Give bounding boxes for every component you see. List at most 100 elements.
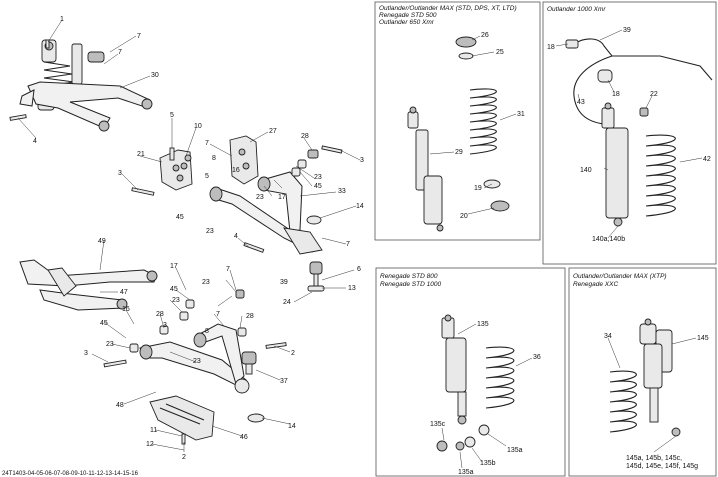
nut-28 [307,149,319,159]
callout-23e: 23 [172,297,180,304]
ring-14a [306,215,322,225]
callout-22: 22 [650,91,658,98]
panel-box-4 [568,267,717,477]
callout-23a: 23 [314,174,322,181]
callout-140ab: 140a,140b [592,236,625,243]
bolt-11 [181,433,186,445]
bolt-3b [321,145,343,154]
panel3-nut-135c [436,440,448,452]
bolt-4a [9,114,27,121]
callout-16: 16 [232,167,240,174]
bolt-3a [131,187,155,196]
callout-19: 19 [474,185,482,192]
callout-34: 34 [604,333,612,340]
panel3-spring-36 [485,346,515,409]
ball-joint-39 [307,261,325,292]
panel2-spring-42 [645,134,676,217]
callout-16b: 16 [122,306,130,313]
nut-10b [180,162,188,170]
callout-48: 48 [116,402,124,409]
callout-37: 37 [280,378,288,385]
callout-7b: 7 [118,49,122,56]
panel2-clip-18b [597,69,613,83]
panel3-title-line1: Renegade STD 800 [380,273,438,280]
callout-6a: 6 [357,266,361,273]
callout-1: 1 [60,16,64,23]
callout-45d: 45 [100,320,108,327]
callout-28c: 28 [156,311,164,318]
callout-18a: 18 [547,44,555,51]
bushing-8b [237,327,247,337]
panel2-shock-140 [601,102,629,227]
panel2-title-line1: Outlander 1000 Xmr [547,6,606,13]
callout-145-line2: 145d, 145e, 145f, 145g [626,463,698,470]
callout-30: 30 [151,72,159,79]
panel3-title-line2: Renegade STD 1000 [380,281,441,288]
bushing-45c [179,311,189,321]
bushing-23 [291,167,301,177]
callout-27: 27 [269,128,277,135]
bolt-4b [243,242,265,253]
callout-5a: 5 [170,112,174,119]
panel2-clip-18a [565,39,579,49]
callout-45a: 45 [314,183,322,190]
callout-23g: 23 [193,358,201,365]
bolt-5a [169,147,175,161]
panel1-title-line2: Renegade STD 500 [379,12,437,19]
panel4-shock-145 [639,318,681,437]
callout-33: 33 [338,188,346,195]
callout-23f: 23 [106,341,114,348]
panel2-hose-39 [573,38,713,125]
lower-a-arm-49 [19,259,158,311]
panel1-cap-26 [455,36,477,48]
callout-14b: 14 [288,423,296,430]
callout-29: 29 [455,149,463,156]
callout-13: 13 [348,285,356,292]
callout-12: 12 [146,441,154,448]
callout-7c: 7 [205,140,209,147]
callout-31: 31 [517,111,525,118]
lower-a-arm-48 [139,323,250,394]
callout-26: 26 [481,32,489,39]
callout-36: 36 [533,354,541,361]
panel2-part-22 [639,107,649,117]
callout-145-line1: 145a, 145b, 145c, [626,455,682,462]
callout-23c: 23 [206,228,214,235]
diagram-code: 24T1403-04-05-06-07-08-09-10-11-12-13-14… [2,471,139,477]
callout-7d: 7 [346,241,350,248]
callout-2a: 2 [291,350,295,357]
panel1-spring-31 [469,88,497,155]
panel4-title-line2: Renegade XXC [573,281,618,288]
callout-17b: 17 [170,263,178,270]
callout-45b: 45 [176,214,184,221]
ring-14b [247,413,265,423]
callout-2b: 2 [182,454,186,461]
callout-42: 42 [703,156,711,163]
callout-39b: 39 [623,27,631,34]
callout-3b: 3 [360,157,364,164]
callout-43: 43 [577,99,585,106]
callout-7a: 7 [137,33,141,40]
callout-11: 11 [150,427,157,434]
callout-23b: 23 [256,194,264,201]
callout-140: 140 [580,167,592,174]
bushing-45a [297,159,307,169]
panel3-nut-135a1 [478,424,490,436]
callout-28a: 28 [301,133,309,140]
bolt-1 [45,39,50,49]
callout-135b: 135b [480,460,496,467]
bolt-2a [265,342,287,349]
callout-135c: 135c [430,421,446,428]
bushing-23d [129,343,139,353]
callout-10: 10 [194,123,202,130]
callout-24: 24 [283,299,291,306]
bushing-28b [159,325,169,335]
ball-joint-37 [241,351,257,375]
callout-18b: 18 [612,91,620,98]
bracket-27 [229,135,259,185]
leader-lines [17,19,703,469]
callout-45c: 45 [170,286,178,293]
callout-7f: 7 [216,311,220,318]
skid-plate-46 [149,395,215,441]
